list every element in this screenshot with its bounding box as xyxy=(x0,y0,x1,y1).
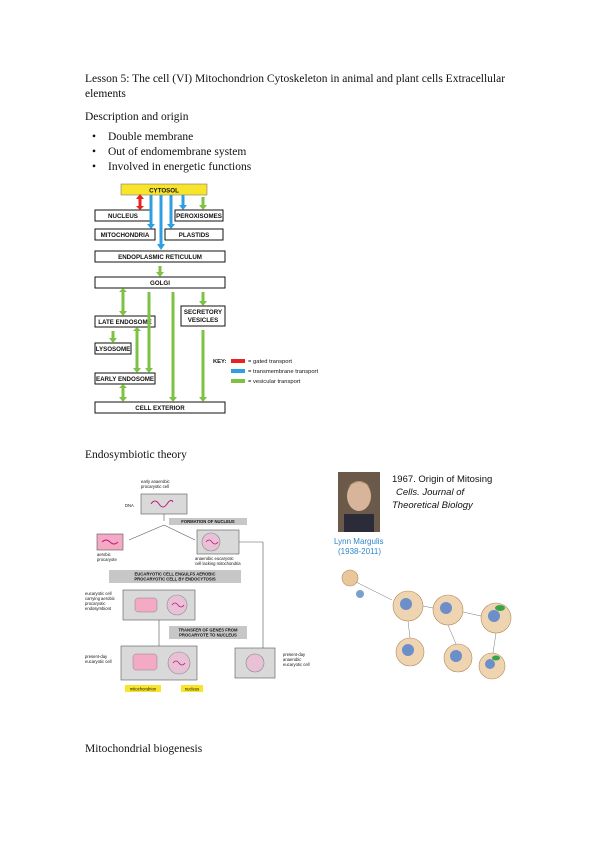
early-anaerobic-label-1: early anaerobic xyxy=(141,479,170,484)
cytosol-box xyxy=(120,183,208,196)
key-transmembrane-label: = transmembrane transport xyxy=(248,369,318,375)
engulf-label-2: PROCARYOTIC CELL BY ENDOCYTOSIS xyxy=(134,577,215,582)
mitochondrion-label: mitochondrion xyxy=(130,687,157,692)
section-heading-biogenesis: Mitochondrial biogenesis xyxy=(85,743,203,755)
diagram-key: KEY: = gated transport = transmembrane t… xyxy=(213,359,318,385)
carrying-label-2: carrying aerobic xyxy=(85,596,115,601)
nucleus-tag xyxy=(181,685,203,692)
section-heading-endosymbiotic: Endosymbiotic theory xyxy=(85,449,187,461)
present-label-1: present-day xyxy=(85,654,108,659)
early-endosome-box xyxy=(94,372,156,385)
cell-exterior-label: CELL EXTERIOR xyxy=(135,405,185,412)
margulis-years: (1938-2011) xyxy=(338,547,381,556)
er-label: ENDOPLASMIC RETICULUM xyxy=(118,254,202,261)
carrying-label-4: endosymbiont xyxy=(85,606,112,611)
present-anaerobic-text-2: anaerobic xyxy=(283,657,301,662)
present-anaerobic-text-1: present-day xyxy=(283,652,306,657)
anaerobic-euk-label-2: cell lacking mitochondria xyxy=(195,561,241,566)
engulf-banner xyxy=(109,570,241,583)
margulis-name: Lynn Margulis xyxy=(334,537,384,546)
key-vesicular-swatch xyxy=(231,379,245,383)
carrying-label-3: procaryotic xyxy=(85,601,105,606)
key-vesicular-label: = vesicular transport xyxy=(248,379,301,385)
late-endosome-label: LATE ENDOSOME xyxy=(98,319,152,326)
margulis-heading-3: Theoretical Biology xyxy=(392,500,474,511)
present-label-2: eucaryotic cell xyxy=(85,659,112,664)
lysosome-label: LYSOSOME xyxy=(96,346,131,353)
bullet-item: Out of endomembrane system xyxy=(92,145,251,160)
early-cell xyxy=(140,493,188,515)
present-anaerobic-caption: present-day anaerobic eucaryotic cell xyxy=(283,652,310,667)
engulf-label-1: EUCARYOTIC CELL ENGULFS AEROBIC xyxy=(134,572,215,577)
nucleus-formation-banner xyxy=(169,518,247,525)
key-gated-label: = gated transport xyxy=(248,359,292,365)
aerobic-label-2: procaryote xyxy=(97,557,117,562)
mitochondria-box xyxy=(94,228,156,241)
margulis-figure: 1967. Origin of Mitosing Cells. Journal … xyxy=(334,472,512,680)
transport-diagram: CYTOSOL NUCLEUS PEROXISOMES MITOCHONDRIA… xyxy=(94,183,318,414)
gated-arrow xyxy=(136,194,144,210)
present-anaerobic-text-3: eucaryotic cell xyxy=(283,662,310,667)
plastids-box xyxy=(164,228,224,241)
bullet-item: Involved in energetic functions xyxy=(92,160,251,175)
peroxisomes-box xyxy=(174,209,224,222)
margulis-heading-2: Cells. Journal of xyxy=(396,487,465,498)
key-title: KEY: xyxy=(213,359,226,365)
lesson-title: Lesson 5: The cell (VI) Mitochondrion Cy… xyxy=(85,73,506,100)
early-cell-dna xyxy=(150,499,174,508)
transfer-banner xyxy=(169,626,247,639)
section-heading-description: Description and origin xyxy=(85,111,189,123)
early-anaerobic-label-2: procaryotic cell xyxy=(141,484,169,489)
carrying-label-1: eucaryotic cell xyxy=(85,591,112,596)
peroxisomes-label: PEROXISOMES xyxy=(176,213,222,220)
transmembrane-arrows xyxy=(147,195,187,250)
bullet-item: Double membrane xyxy=(92,130,251,145)
early-endosome-label: EARLY ENDOSOME xyxy=(96,376,154,383)
late-endosome-box xyxy=(94,315,156,328)
bullet-list: Double membrane Out of endomembrane syst… xyxy=(92,130,251,175)
golgi-label: GOLGI xyxy=(150,280,170,287)
vesicular-arrows xyxy=(109,197,207,402)
margulis-heading-1: 1967. Origin of Mitosing xyxy=(392,474,492,485)
cell-exterior-box xyxy=(94,401,226,414)
endosymbiosis-diagram: early anaerobic procaryotic cell DNA FOR… xyxy=(85,479,276,692)
transfer-label-1: TRANSFER OF GENES FROM xyxy=(178,628,238,633)
cells-illustration xyxy=(341,569,512,680)
nucleus-tag-label: nucleus xyxy=(185,687,199,692)
dna-label: DNA xyxy=(125,503,134,508)
mitochondrion-tag xyxy=(125,685,161,692)
anaerobic-euk-label-1: anaerobic eucaryotic xyxy=(195,556,234,561)
nucleus-formation-label: FORMATION OF NUCLEUS xyxy=(181,519,235,524)
key-transmembrane-swatch xyxy=(231,369,245,373)
key-gated-swatch xyxy=(231,359,245,363)
secretory-label-2: VESICLES xyxy=(188,317,219,324)
aerobic-label-1: aerobic xyxy=(97,552,111,557)
secretory-label-1: SECRETORY xyxy=(184,309,223,316)
er-box xyxy=(94,250,226,263)
nucleus-label: NUCLEUS xyxy=(108,213,138,220)
plastids-label: PLASTIDS xyxy=(179,232,210,239)
mitochondria-label: MITOCHONDRIA xyxy=(101,232,150,239)
cytosol-label: CYTOSOL xyxy=(149,188,179,195)
transfer-label-2: PROCARYOTE TO NUCLEUS xyxy=(179,633,237,638)
